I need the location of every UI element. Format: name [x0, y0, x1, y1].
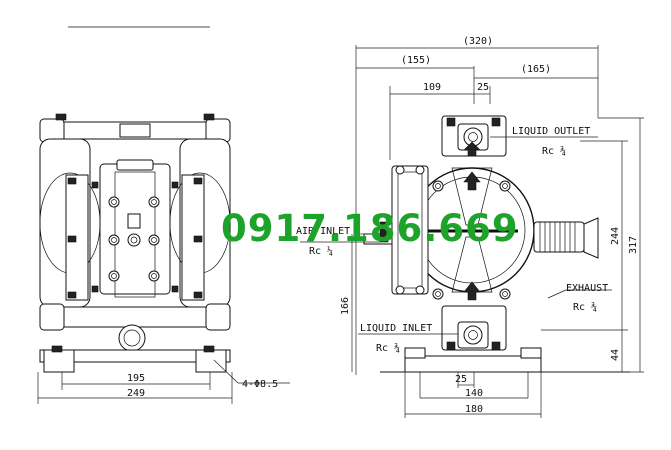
- right-cover-plate: [181, 174, 205, 301]
- dim-180-label: 180: [465, 404, 483, 415]
- bottom-left-flange: [39, 303, 65, 331]
- liquid-outlet-label: LIQUID OUTLET: [512, 126, 590, 137]
- upper-flow-path: [451, 167, 493, 226]
- liquid-outlet-thread: Rc ¾: [542, 145, 566, 157]
- dim-44-label: 44: [610, 349, 621, 361]
- air-inlet-thread: Rc ¼: [309, 245, 333, 257]
- front-right-foot: [195, 349, 227, 373]
- exhaust-muffler-ribs: [539, 222, 576, 252]
- upper-flow-arrow: [463, 171, 481, 191]
- dim-195-label: 195: [127, 373, 145, 384]
- dim-25-top-label: 25: [477, 82, 489, 93]
- chamber-side-bolts: [67, 177, 203, 299]
- dim-155-label: (155): [401, 55, 431, 66]
- air-inlet-fitting: [363, 233, 393, 245]
- side-base-left-foot: [404, 347, 426, 359]
- bottom-right-flange: [205, 303, 231, 331]
- left-cover-plate: [65, 174, 89, 301]
- bottom-inlet-port: [118, 324, 146, 352]
- hole-callout-leader: [213, 359, 239, 384]
- phone-watermark: 0917.186.669: [221, 207, 519, 250]
- hole-callout-label: 4-Φ8.5: [242, 379, 278, 390]
- side-view: (320) (155) (165) 109 25: [296, 36, 644, 418]
- exhaust-muffler-tip: [583, 217, 599, 259]
- air-valve-top-cap: [116, 159, 154, 171]
- air-inlet-label: AIR INLET: [296, 226, 350, 237]
- lower-flow-arrow: [463, 281, 481, 301]
- exhaust-label: EXHAUST: [566, 283, 608, 294]
- air-inlet-housing: [391, 165, 429, 295]
- dim-166-label: 166: [340, 297, 351, 315]
- liquid-inlet-label: LIQUID INLET: [360, 323, 432, 334]
- dim-244-label: 244: [610, 227, 621, 245]
- front-base: [39, 349, 231, 363]
- dim-109-label: 109: [423, 82, 441, 93]
- body-bolts: [432, 180, 511, 300]
- liquid-inlet-thread: Rc ¾: [376, 342, 400, 354]
- dim-25-bottom-label: 25: [455, 374, 467, 385]
- top-port: [119, 123, 151, 138]
- side-base-right-foot: [520, 347, 542, 359]
- bottom-manifold: [39, 306, 231, 328]
- lower-flow-path: [451, 236, 493, 293]
- dim-320-label: (320): [463, 36, 493, 47]
- exhaust-muffler-body: [533, 221, 585, 253]
- dim-165-label: (165): [521, 64, 551, 75]
- dim-317-label: 317: [628, 236, 639, 254]
- exhaust-leader: [547, 289, 567, 299]
- dim-249-label: 249: [127, 388, 145, 399]
- center-bolts: [108, 196, 160, 282]
- air-valve-body: [114, 171, 156, 298]
- front-view: 195 249 4-Φ8.5: [37, 113, 290, 404]
- exhaust-thread: Rc ¾: [573, 301, 597, 313]
- dim-140-label: 140: [465, 388, 483, 399]
- front-left-foot: [43, 349, 75, 373]
